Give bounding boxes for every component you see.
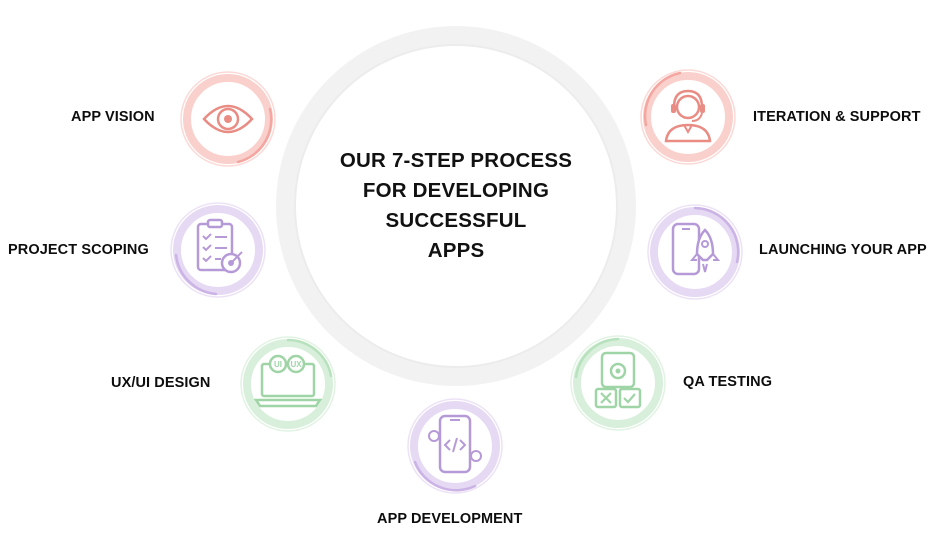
title-line-2: FOR DEVELOPING bbox=[362, 179, 550, 202]
process-title: OUR 7-STEP PROCESS FOR DEVELOPING SUCCES… bbox=[306, 146, 606, 266]
step-iteration-support bbox=[638, 67, 738, 167]
support-agent-icon bbox=[640, 69, 736, 165]
step-label-qa-testing: QA TESTING bbox=[683, 374, 773, 390]
title-line-4: APPS bbox=[427, 239, 485, 262]
step-label-launching-your-app: LAUNCHING YOUR APP bbox=[759, 242, 927, 258]
step-launching-your-app bbox=[645, 202, 745, 302]
step-label-iteration-support: ITERATION & SUPPORT bbox=[753, 109, 921, 125]
step-label-app-vision: APP VISION bbox=[71, 109, 155, 125]
rocket-phone-icon bbox=[647, 204, 743, 300]
svg-text:UX: UX bbox=[290, 360, 302, 369]
step-label-ux-ui-design: UX/UI DESIGN bbox=[111, 375, 211, 391]
step-app-development bbox=[405, 396, 505, 496]
title-line-1: OUR 7-STEP PROCESS bbox=[339, 149, 573, 172]
step-label-app-development: APP DEVELOPMENT bbox=[377, 511, 523, 527]
mobile-code-icon bbox=[407, 398, 503, 494]
step-project-scoping bbox=[168, 200, 268, 300]
step-ux-ui-design: UI UX bbox=[238, 334, 338, 434]
process-ring-inner bbox=[294, 44, 618, 368]
step-qa-testing bbox=[568, 333, 668, 433]
laptop-ux-ui-icon: UI UX bbox=[240, 336, 336, 432]
clipboard-target-icon bbox=[170, 202, 266, 298]
title-line-3: SUCCESSFUL bbox=[385, 209, 527, 232]
step-app-vision bbox=[178, 69, 278, 169]
step-label-project-scoping: PROJECT SCOPING bbox=[8, 242, 149, 258]
eye-icon bbox=[180, 71, 276, 167]
checklist-gear-icon bbox=[570, 335, 666, 431]
svg-text:UI: UI bbox=[274, 360, 282, 369]
